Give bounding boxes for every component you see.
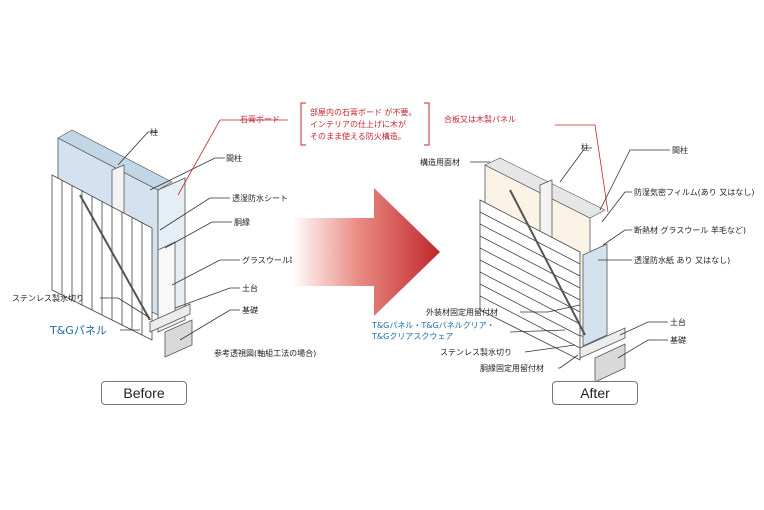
before-glasswool-label: グラスウール断熱材 [242,255,314,265]
after-leaders [470,124,670,369]
after-column-label: 柱 [581,142,589,152]
before-caption: 参考透視図(軸組工法の場合) [214,348,316,358]
before-labels: 柱 間柱 石膏ボード 透湿防水シート 胴縁 グラスウール断熱材 土台 基礎 ステ… [12,114,316,358]
after-siding [479,199,581,361]
before-flashing-label: ステンレス製水切り [12,293,84,303]
after-wall-illustration [479,157,626,383]
note-line-1: 部屋内の石膏ボード が不要。 [310,107,417,117]
before-gypsum-label: 石膏ボード [240,114,280,124]
before-furring-label: 胴縁 [234,217,250,227]
before-column-label: 柱 [150,127,158,137]
after-vapor-label: 防湿気密フィルム(あり 又はなし) [634,187,754,197]
before-panel-strips [51,174,153,341]
after-button[interactable]: After [552,381,638,405]
before-button[interactable]: Before [101,381,187,405]
after-flashing-label: ステンレス製水切り [440,347,512,357]
after-plywood-label: 合板又は木製パネル [444,114,516,124]
after-labels: 合板又は木製パネル 柱 間柱 構造用面材 防湿気密フィルム(あり 又はなし) 断… [371,114,754,373]
after-insulation-label: 断熱材 グラスウール 羊毛など) [634,225,746,235]
before-leaders [100,119,288,341]
note-callout: 部屋内の石膏ボード が不要。 インテリアの仕上げに木が そのまま使える防火構造。 [300,102,430,146]
before-foundation-label: 基礎 [242,305,258,315]
before-sill-label: 土台 [242,283,258,293]
note-line-2: インテリアの仕上げに木が [310,119,406,129]
after-panel-label-line-2: T&Gクリアスクウェア [371,332,453,341]
after-foundation-label: 基礎 [670,335,686,345]
after-panel-label-line-1: T&Gパネル・T&Gパネルクリア・ [371,321,495,330]
before-breathable-sheet-label: 透湿防水シート [232,193,288,203]
before-stud-label: 間柱 [226,153,242,163]
after-paper-label: 透湿防水紙 あり 又はなし) [634,255,730,265]
note-line-3: そのまま使える防火構造。 [310,131,406,141]
after-sill-label: 土台 [670,317,686,327]
before-wall-illustration [51,129,193,358]
after-fastener-label: 外装材固定用留付材 [426,307,498,317]
before-to-after-arrow [292,188,440,316]
after-structural-label: 構造用面材 [420,157,460,167]
before-panel-label: T&Gパネル [49,324,107,337]
after-stud-label: 間柱 [672,145,688,155]
after-furring-fastener-label: 胴縁固定用留付材 [480,363,544,373]
